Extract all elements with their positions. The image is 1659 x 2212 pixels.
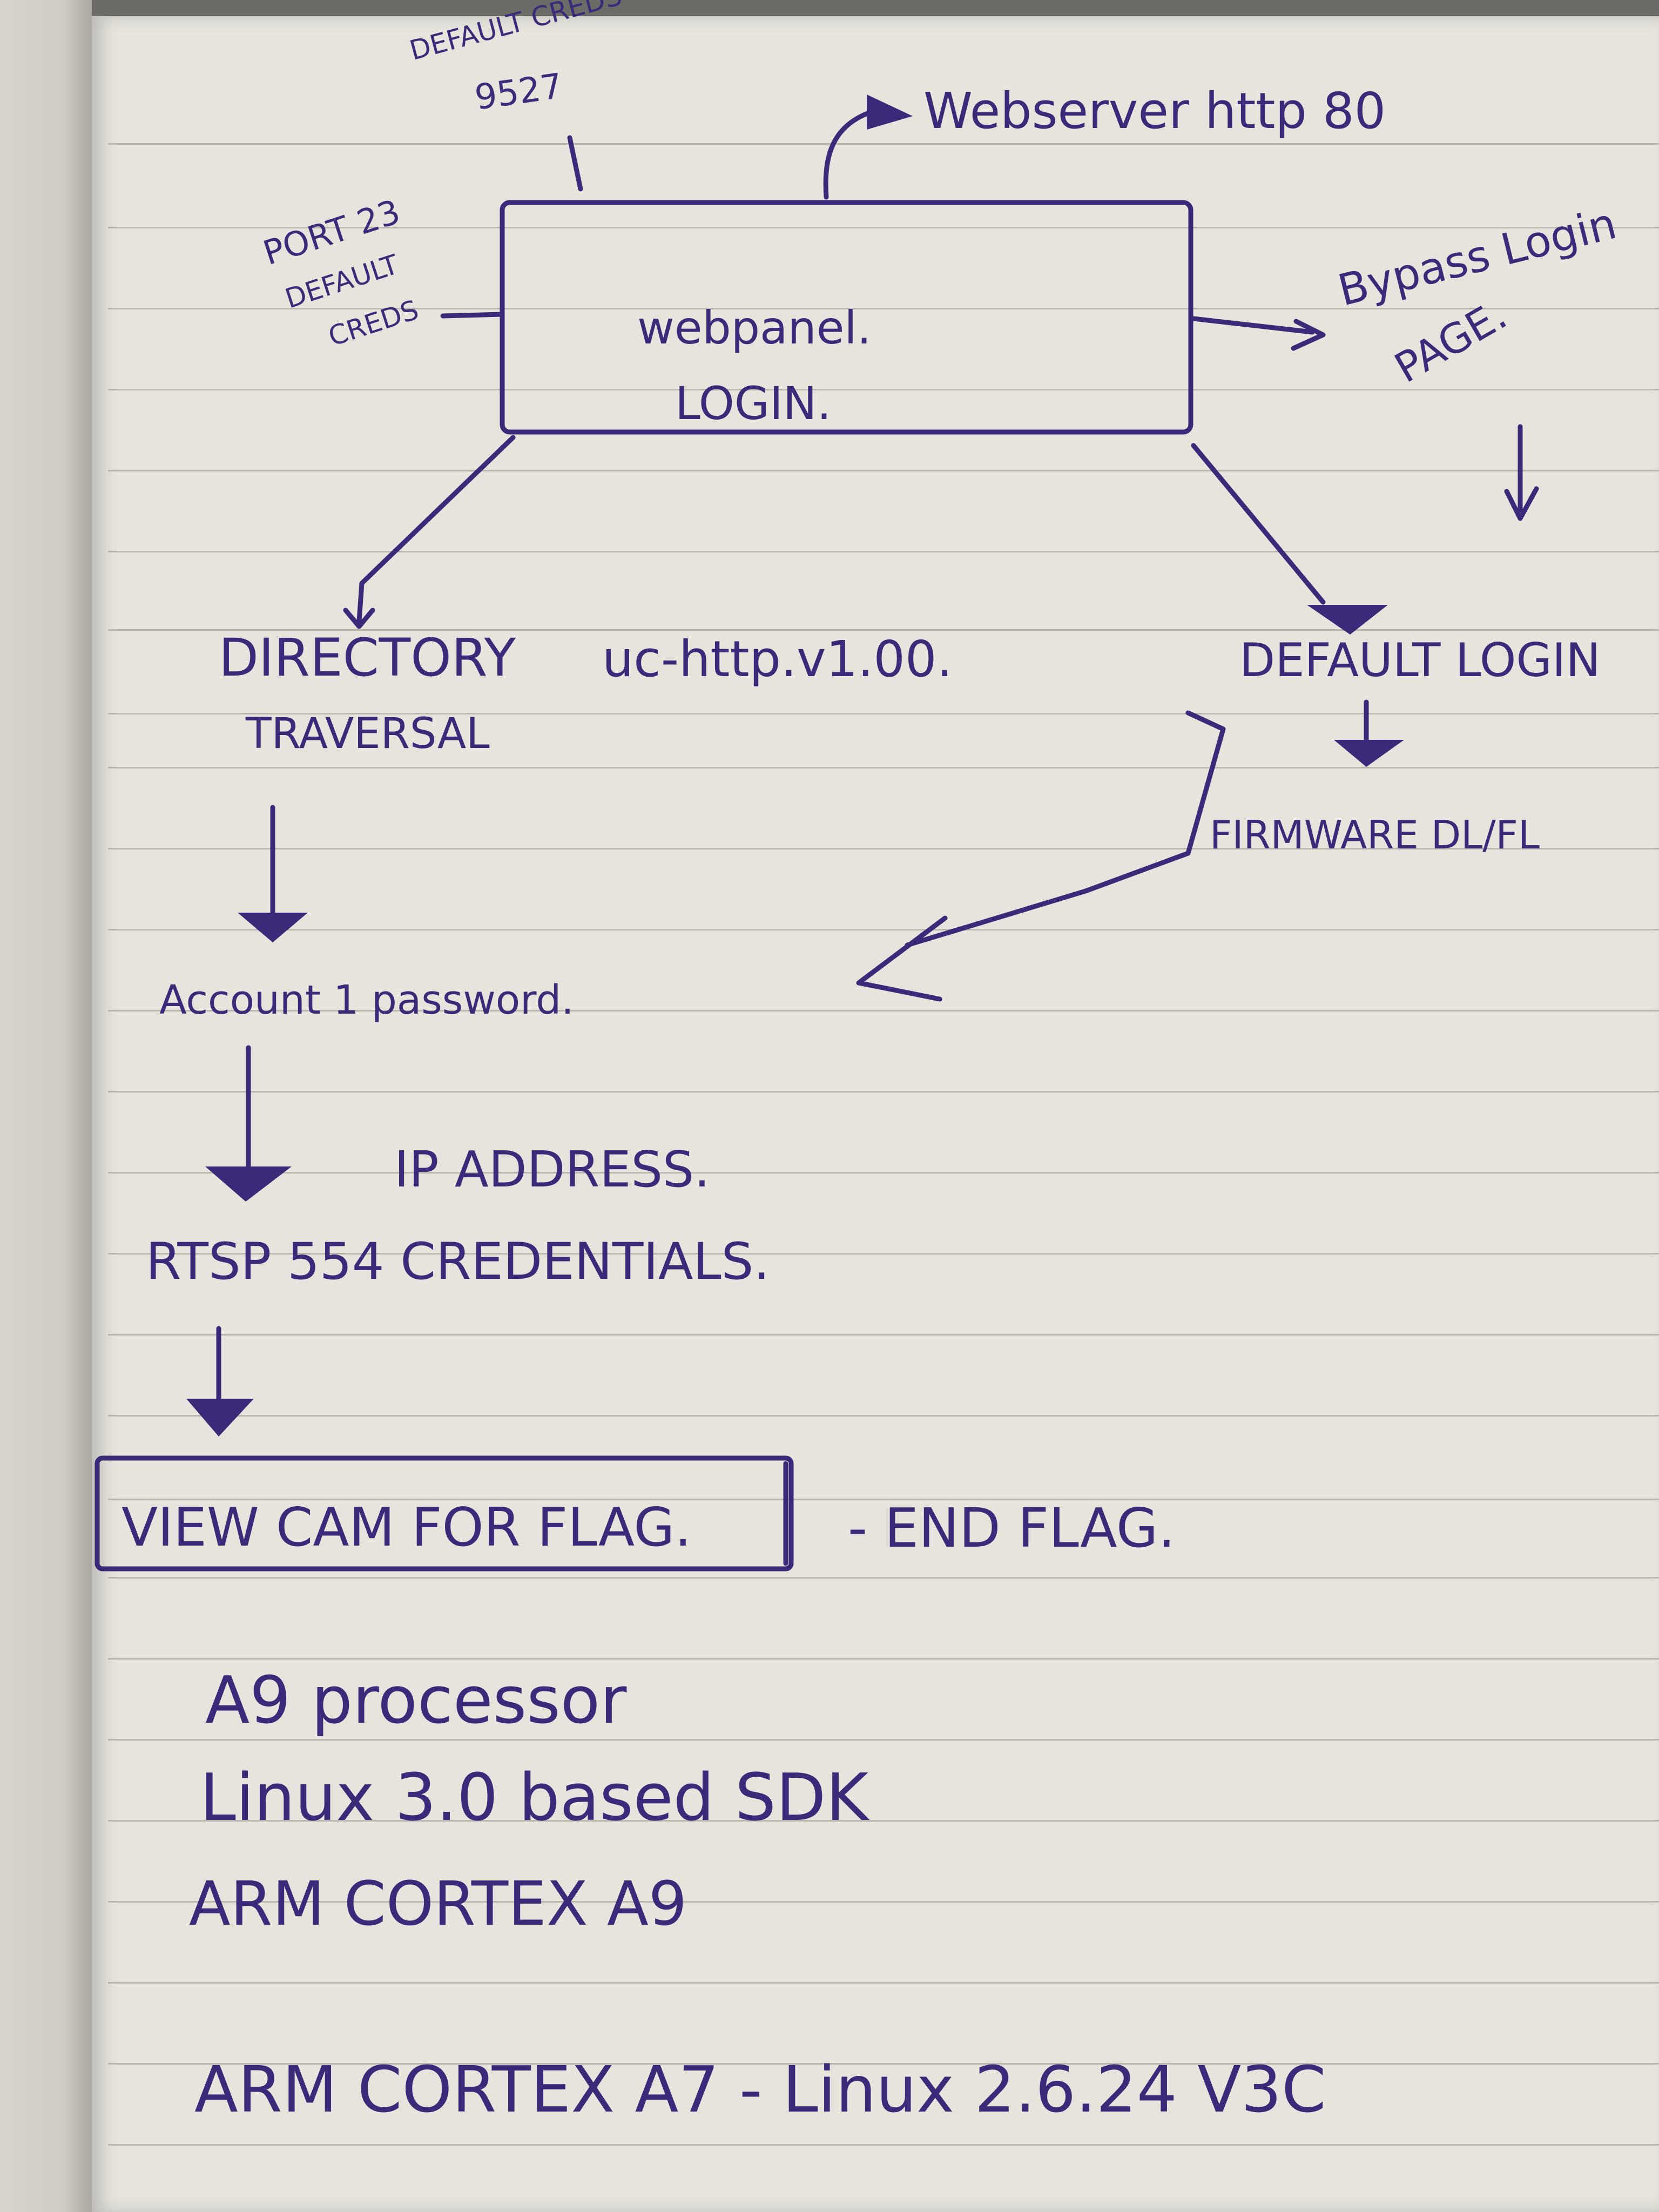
ruled-line [108, 2144, 1659, 2146]
notes-linux-sdk: Linux 3.0 based SDK [200, 1761, 869, 1836]
ruled-line [108, 1415, 1659, 1417]
ruled-line [108, 1820, 1659, 1822]
default-login-label: DEFAULT LOGIN [1239, 633, 1601, 687]
server-version-label: uc-http.v1.00. [602, 630, 953, 688]
account-arrowhead [238, 913, 308, 942]
rtsp-arrowhead [205, 1166, 292, 1202]
bypass-arrow-line [1191, 316, 1315, 335]
ruled-line [108, 1577, 1659, 1579]
firmware-to-account-arrowhead [856, 915, 948, 1002]
bypass-arrowhead [1291, 319, 1326, 351]
login-label: LOGIN. [675, 377, 832, 430]
rtsp-credentials-label: RTSP 554 CREDENTIALS. [146, 1232, 770, 1291]
ruled-line [108, 1253, 1659, 1255]
notebook-spine [0, 0, 92, 2212]
ruled-line [108, 1499, 1659, 1500]
ruled-line [108, 929, 1659, 930]
viewcam-arrowhead [186, 1399, 254, 1437]
webserver-arrowhead [867, 95, 913, 130]
ruled-line [108, 308, 1659, 309]
notes-arm-a7: ARM CORTEX A7 - Linux 2.6.24 V3C [194, 2052, 1326, 2127]
ruled-line [108, 143, 1659, 145]
notes-arm-a9: ARM CORTEX A9 [189, 1869, 687, 1939]
traversal-label: TRAVERSAL [246, 710, 490, 758]
webserver-arrow-line [823, 108, 878, 200]
firmware-arrowhead [1334, 740, 1404, 767]
ruled-line [108, 1091, 1659, 1092]
notes-processor: A9 processor [205, 1663, 627, 1738]
ruled-line [108, 1739, 1659, 1741]
end-flag-label: - END FLAG. [848, 1496, 1176, 1560]
ruled-line [108, 629, 1659, 631]
ruled-line [108, 470, 1659, 471]
default-login-arrowhead [1307, 605, 1388, 635]
ruled-line [108, 848, 1659, 849]
webpanel-login-box [500, 200, 1193, 435]
directory-traversal-arrow-line [356, 435, 516, 624]
webpanel-label: webpanel. [637, 301, 872, 354]
ruled-line [108, 1010, 1659, 1011]
account-password-label: Account 1 password. [159, 977, 574, 1023]
view-cam-box [95, 1455, 794, 1572]
ruled-line [108, 227, 1659, 228]
firmware-to-account-arrow-line [1083, 710, 1226, 894]
ruled-line [108, 1172, 1659, 1174]
ruled-line [108, 2063, 1659, 2065]
ruled-line [108, 1334, 1659, 1336]
ruled-line [108, 389, 1659, 390]
firmware-to-account-arrow-line-2 [905, 888, 1088, 948]
view-cam-label: VIEW CAM FOR FLAG. [122, 1497, 692, 1559]
default-creds-connector [567, 135, 583, 192]
ip-address-label: IP ADDRESS. [394, 1141, 710, 1198]
notebook-page [92, 16, 1659, 2212]
bypass-down-arrowhead [1504, 486, 1539, 521]
ruled-line [108, 713, 1659, 714]
port23-connector [440, 312, 505, 319]
firmware-label: FIRMWARE DL/FL [1210, 812, 1540, 858]
directory-label: DIRECTORY [219, 628, 516, 688]
ruled-line [108, 1901, 1659, 1903]
ruled-line [108, 551, 1659, 552]
ruled-line [108, 1658, 1659, 1660]
ruled-line [108, 767, 1659, 768]
default-login-arrow-line [1191, 443, 1326, 605]
directory-traversal-arrowhead [343, 608, 375, 629]
ruled-line [108, 1982, 1659, 1984]
webserver-label: Webserver http 80 [923, 82, 1386, 140]
